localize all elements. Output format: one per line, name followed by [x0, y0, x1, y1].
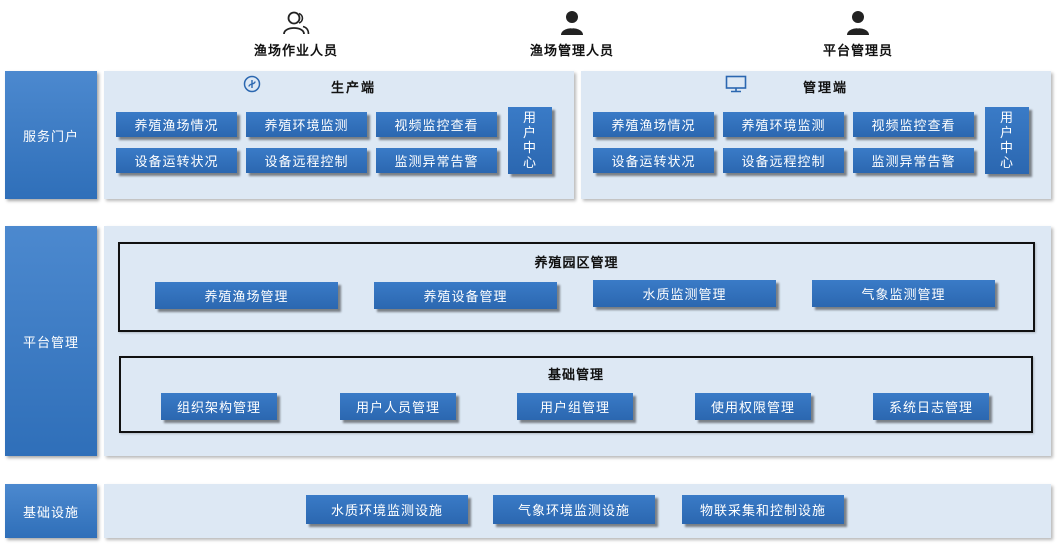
platform-panel: 养殖园区管理 养殖渔场管理 养殖设备管理 水质监测管理 气象监测管理 基础管理 …: [104, 226, 1051, 456]
farm-management-button[interactable]: 养殖渔场管理: [155, 282, 338, 309]
user-center-char: 心: [999, 155, 1014, 171]
production-user-center-button[interactable]: 用 户 中 心: [508, 107, 552, 174]
park-management-group: 养殖园区管理 养殖渔场管理 养殖设备管理 水质监测管理 气象监测管理: [118, 242, 1035, 332]
management-user-center-button[interactable]: 用 户 中 心: [985, 107, 1029, 174]
infrastructure-panel: 水质环境监测设施 气象环境监测设施 物联采集和控制设施: [104, 484, 1051, 538]
management-env-monitor-button[interactable]: 养殖环境监测: [723, 112, 844, 137]
park-management-title: 养殖园区管理: [534, 256, 619, 271]
user-solid-icon: [847, 11, 869, 35]
production-title: 生产端: [331, 81, 377, 96]
permission-button[interactable]: 使用权限管理: [695, 393, 811, 420]
user-center-char: 中: [999, 140, 1014, 156]
management-title: 管理端: [803, 81, 849, 96]
basic-management-title: 基础管理: [547, 368, 604, 383]
monitor-icon: [725, 75, 747, 93]
mobile-app-icon: [243, 75, 261, 93]
system-log-button[interactable]: 系统日志管理: [873, 393, 989, 420]
layer-service-portal: 服务门户: [5, 71, 97, 199]
management-farm-status-button[interactable]: 养殖渔场情况: [593, 112, 714, 137]
production-env-monitor-button[interactable]: 养殖环境监测: [246, 112, 367, 137]
basic-management-group: 基础管理 组织架构管理 用户人员管理 用户组管理 使用权限管理 系统日志管理: [119, 356, 1033, 433]
weather-management-button[interactable]: 气象监测管理: [812, 280, 995, 307]
management-video-button[interactable]: 视频监控查看: [853, 112, 974, 137]
user-center-char: 心: [522, 155, 537, 171]
role-fishery-operator: 渔场作业人员: [196, 10, 396, 59]
water-quality-management-button[interactable]: 水质监测管理: [593, 280, 776, 307]
role-label: 平台管理员: [822, 44, 893, 59]
role-fishery-manager: 渔场管理人员: [472, 10, 672, 59]
layer-infrastructure: 基础设施: [5, 484, 97, 538]
production-video-button[interactable]: 视频监控查看: [376, 112, 497, 137]
iot-facility-button[interactable]: 物联采集和控制设施: [682, 495, 844, 524]
production-alarm-button[interactable]: 监测异常告警: [376, 148, 497, 173]
role-label: 渔场管理人员: [529, 44, 614, 59]
user-personnel-button[interactable]: 用户人员管理: [340, 393, 456, 420]
production-device-status-button[interactable]: 设备运转状况: [116, 148, 237, 173]
production-farm-status-button[interactable]: 养殖渔场情况: [116, 112, 237, 137]
user-group-button[interactable]: 用户组管理: [517, 393, 633, 420]
user-center-char: 户: [522, 125, 537, 141]
management-alarm-button[interactable]: 监测异常告警: [853, 148, 974, 173]
role-platform-admin: 平台管理员: [758, 10, 958, 59]
water-quality-facility-button[interactable]: 水质环境监测设施: [306, 495, 468, 524]
management-remote-control-button[interactable]: 设备远程控制: [723, 148, 844, 173]
equipment-management-button[interactable]: 养殖设备管理: [374, 282, 557, 309]
management-panel: 管理端 养殖渔场情况 养殖环境监测 视频监控查看 设备运转状况 设备远程控制 监…: [581, 71, 1051, 199]
user-center-char: 用: [999, 110, 1014, 126]
management-device-status-button[interactable]: 设备运转状况: [593, 148, 714, 173]
layer-platform-management: 平台管理: [5, 226, 97, 456]
user-solid-icon: [561, 11, 583, 35]
org-structure-button[interactable]: 组织架构管理: [161, 393, 277, 420]
users-outline-icon: [283, 11, 310, 35]
production-remote-control-button[interactable]: 设备远程控制: [246, 148, 367, 173]
user-center-char: 用: [522, 110, 537, 126]
user-center-char: 中: [522, 140, 537, 156]
production-panel: 生产端 养殖渔场情况 养殖环境监测 视频监控查看 设备运转状况 设备远程控制 监…: [104, 71, 574, 199]
role-label: 渔场作业人员: [253, 44, 338, 59]
user-center-char: 户: [999, 125, 1014, 141]
weather-facility-button[interactable]: 气象环境监测设施: [493, 495, 655, 524]
